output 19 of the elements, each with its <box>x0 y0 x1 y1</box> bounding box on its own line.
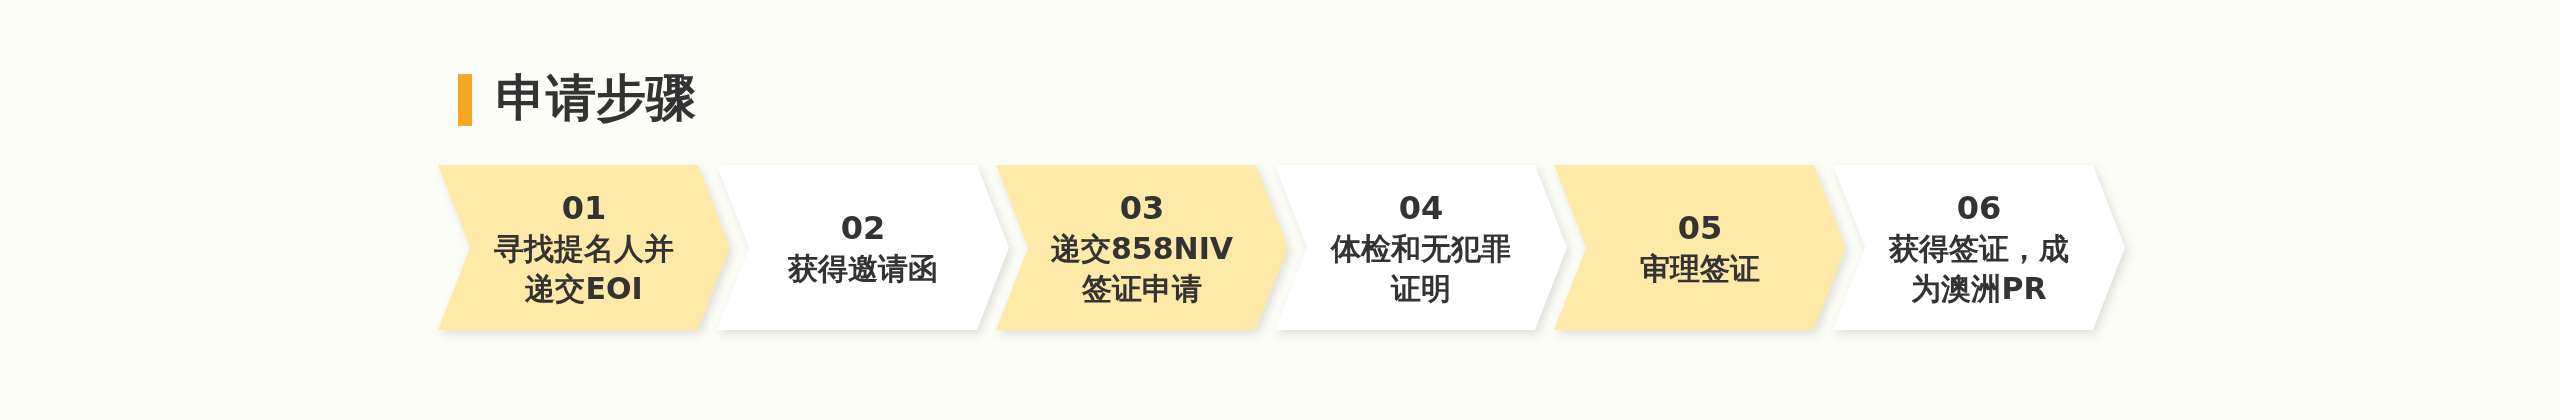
step-label: 获得邀请函 <box>788 249 938 288</box>
section-title: 申请步骤 <box>496 68 696 129</box>
step-number: 01 <box>561 187 607 229</box>
step-label: 递交858NIV签证申请 <box>1049 229 1235 308</box>
step-number: 04 <box>1398 187 1444 229</box>
step-label: 体检和无犯罪证明 <box>1329 229 1512 308</box>
chevron-step <box>438 165 730 330</box>
chevron-step <box>717 165 1009 330</box>
chevron-step <box>1275 165 1567 330</box>
step-label: 审理签证 <box>1640 249 1760 288</box>
step-number: 06 <box>1956 187 2002 229</box>
step-label: 获得签证，成为澳洲PR <box>1888 229 2070 308</box>
step-number: 05 <box>1677 207 1723 249</box>
step-number: 02 <box>840 207 886 249</box>
chevron-step <box>1833 165 2125 330</box>
chevron-step <box>1554 165 1846 330</box>
step-label: 寻找提名人并递交EOI <box>493 229 675 308</box>
chevron-step <box>996 165 1288 330</box>
step-number: 03 <box>1119 187 1165 229</box>
